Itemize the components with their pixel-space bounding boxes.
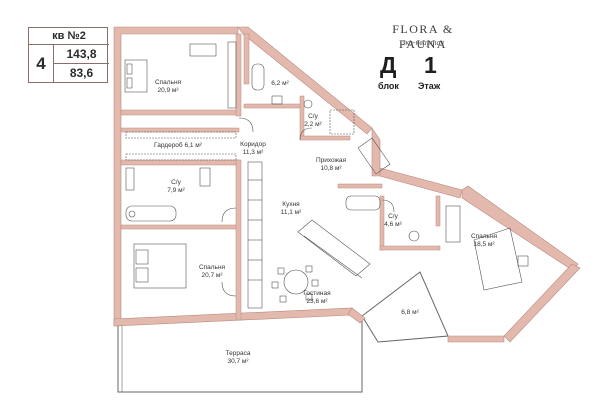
block-letter: Д: [380, 52, 397, 78]
room-count: 4: [29, 45, 54, 82]
apartment-number: кв №2: [29, 28, 109, 45]
area-living: 83,6: [69, 66, 94, 80]
outer-walls: [113, 26, 581, 343]
floor-number: 1: [424, 52, 437, 78]
terrace: [117, 318, 363, 393]
brand-subtitle: эко-квартал: [401, 38, 445, 47]
floor-label: Этаж: [418, 81, 441, 91]
block-label: блок: [378, 81, 399, 91]
apartment-info-box: кв №2 4 143,8 83,6: [28, 27, 109, 83]
room-label-wardrobe: Гардероб 6,1 м²: [154, 142, 202, 149]
interior-walls: [120, 33, 441, 321]
brand-logo-text: FLORA & FAUNA: [392, 22, 454, 51]
room-label-balcony: 6,8 м²: [401, 309, 419, 316]
balcony: [361, 271, 449, 343]
area-total: 143,8: [54, 45, 109, 64]
furniture: [124, 41, 529, 309]
room-label-utility: 6,2 м²: [271, 80, 289, 87]
